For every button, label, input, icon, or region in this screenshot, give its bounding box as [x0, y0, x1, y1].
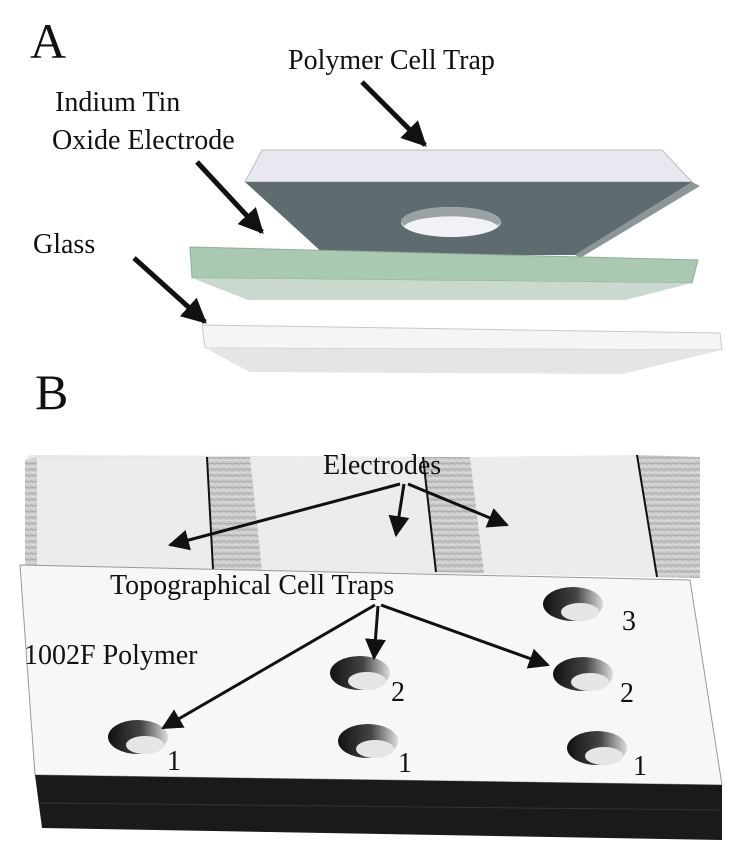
label-polymer-cell-trap: Polymer Cell Trap [288, 45, 495, 76]
label-glass: Glass [33, 229, 95, 260]
ito-electrode-layer [189, 246, 699, 300]
cell-trap-wells [108, 587, 627, 765]
arrow-electrodes-mid [388, 483, 410, 538]
well-left-1 [108, 720, 168, 754]
glass-layer [201, 324, 723, 374]
brushed-strip-2 [422, 457, 484, 573]
trap-number-right-1: 1 [633, 751, 647, 782]
trap-number-mid-1: 1 [398, 748, 412, 779]
electrode-pad-3 [470, 455, 656, 577]
label-ito-line1: Indium Tin [55, 87, 180, 118]
panel-b-letter: B [35, 364, 68, 420]
brushed-strip-0 [25, 458, 37, 566]
trap-number-right-3: 3 [622, 606, 636, 637]
trap-number-mid-2: 2 [391, 677, 405, 708]
arrow-polymer-trap [360, 80, 427, 147]
chip-base [35, 775, 722, 840]
arrow-ito [195, 160, 264, 234]
label-ito-line2: Oxide Electrode [52, 125, 235, 156]
label-electrodes: Electrodes [323, 450, 441, 481]
well-right-2 [553, 657, 613, 691]
brushed-strip-1 [208, 457, 262, 570]
arrow-traps-left [161, 603, 376, 730]
well-mid-2 [330, 656, 390, 690]
label-1002f-polymer: 1002F Polymer [24, 640, 198, 671]
arrow-electrodes-right [407, 482, 509, 528]
well-right-1 [567, 731, 627, 765]
well-mid-1 [338, 724, 398, 758]
panel-a-letter: A [30, 13, 66, 69]
trap-number-right-2: 2 [620, 678, 634, 709]
arrow-traps-right [380, 603, 550, 669]
arrow-traps-mid [364, 605, 386, 661]
arrow-glass [132, 256, 207, 324]
arrow-electrodes-left [167, 482, 401, 551]
electrode-pad-1 [37, 457, 214, 569]
trap-number-left-1: 1 [167, 746, 181, 777]
label-topographical-cell-traps: Topographical Cell Traps [110, 570, 394, 601]
polymer-cell-trap-slab [244, 149, 700, 258]
well-right-3 [543, 587, 603, 621]
